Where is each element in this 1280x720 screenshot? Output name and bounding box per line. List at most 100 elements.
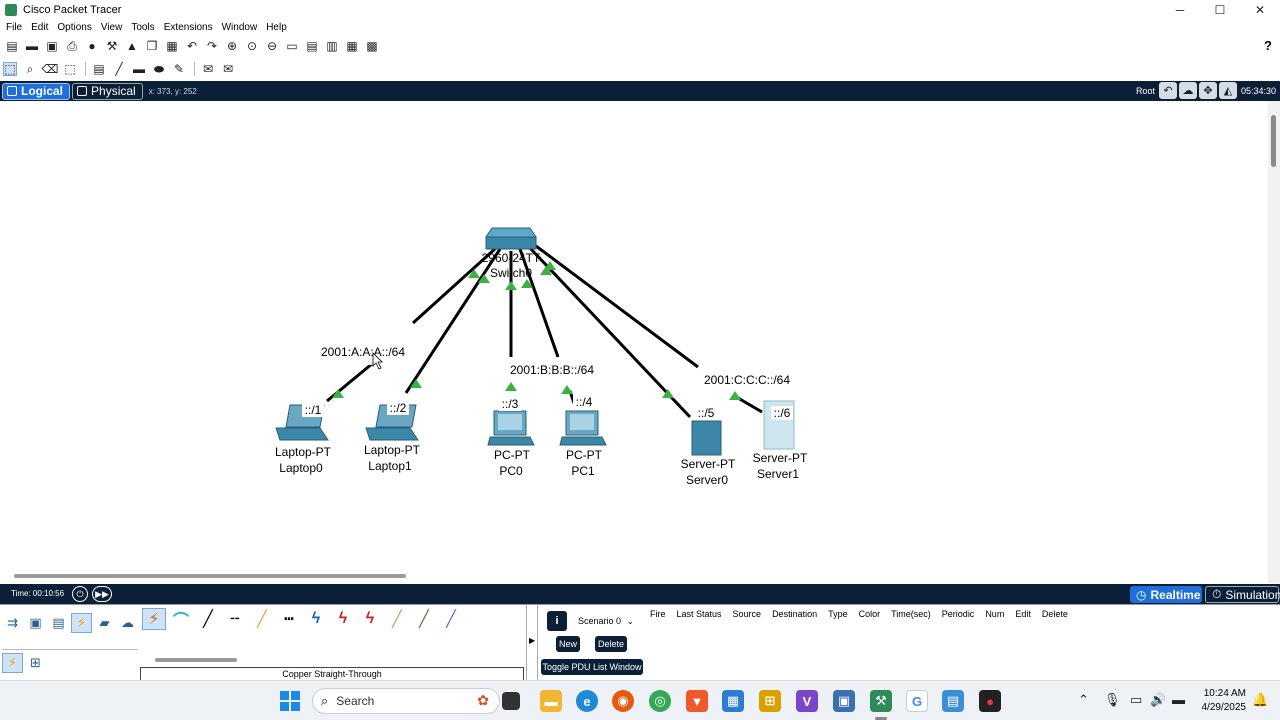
screenshot-icon[interactable]: ▩ — [366, 39, 378, 53]
logical-workspace[interactable] — [0, 101, 1268, 583]
pc1-device[interactable]: ::/4 PC-PT PC1 — [559, 395, 607, 478]
visual-studio-icon[interactable]: V — [796, 690, 818, 712]
serial-dte-icon[interactable]: ϟ — [365, 610, 375, 627]
select-icon[interactable]: ⬚ — [3, 62, 17, 76]
connections-subcategory-icon[interactable]: ⚡ — [2, 653, 23, 673]
help-button[interactable]: ? — [1264, 38, 1272, 53]
viewport-toggle-icon[interactable]: ◭ — [1218, 82, 1237, 99]
ellipse-icon[interactable]: ⬬ — [153, 61, 165, 76]
firefox-icon[interactable]: ◉ — [612, 690, 634, 712]
straight-through-icon[interactable]: ╱ — [203, 611, 213, 628]
zoom-in-icon[interactable]: ⊕ — [226, 39, 238, 53]
delete-scenario-button[interactable]: Delete — [595, 636, 627, 652]
freeform-icon[interactable]: ✎ — [173, 62, 185, 76]
components-icon[interactable]: ▤ — [52, 615, 65, 630]
custom-devices-icon[interactable]: ▤ — [306, 39, 318, 53]
fast-forward-icon[interactable]: ▶▶ — [92, 586, 112, 602]
scenario-select[interactable]: Scenario 0 ⌄ — [574, 614, 636, 628]
link-switch-pc1[interactable] — [518, 248, 560, 358]
chrome-icon[interactable]: ◎ — [649, 690, 671, 712]
cable-list-scrollbar[interactable] — [155, 658, 237, 662]
menu-options[interactable]: Options — [57, 22, 92, 33]
show-hidden-icons-icon[interactable]: ⌃ — [1078, 692, 1089, 707]
laptop0-device[interactable]: ::/1 Laptop-PT Laptop0 — [275, 403, 332, 475]
maximize-button[interactable]: ☐ — [1214, 3, 1226, 17]
server1-device[interactable]: ::/6 Server-PT Server1 — [753, 400, 808, 481]
end-devices-icon[interactable]: ▣ — [29, 615, 42, 630]
network-icon[interactable]: ▭ — [1130, 692, 1143, 707]
menu-tools[interactable]: Tools — [131, 22, 155, 33]
simple-pdu-icon[interactable]: ✉ — [202, 62, 214, 76]
paste-icon[interactable]: ▦ — [166, 39, 178, 53]
start-button[interactable] — [280, 691, 300, 711]
subnet-label-c[interactable]: 2001:C:C:C::/64 — [704, 373, 790, 387]
menu-extensions[interactable]: Extensions — [163, 22, 213, 33]
expand-arrow-icon[interactable]: ▶ — [529, 636, 536, 645]
close-button[interactable]: ✕ — [1254, 3, 1266, 17]
coaxial-icon[interactable]: ϟ — [311, 610, 321, 627]
recorder-icon[interactable]: ● — [979, 690, 1001, 712]
iot-custom-cable-icon[interactable]: ╱ — [419, 611, 429, 628]
brave-icon[interactable]: ▼ — [686, 690, 708, 712]
minimize-button[interactable]: ─ — [1175, 3, 1185, 17]
remote-desktop-icon[interactable]: ▣ — [833, 690, 855, 712]
system-clock[interactable]: 10:24 AM 4/29/2025 — [1198, 687, 1247, 715]
tab-logical[interactable]: Logical — [2, 82, 71, 100]
zoom-out-icon[interactable]: ⊖ — [266, 39, 278, 53]
teams-icon[interactable]: ⊞ — [759, 690, 781, 712]
notepad-icon[interactable]: ▤ — [942, 690, 964, 712]
google-icon[interactable]: G — [906, 690, 928, 712]
print-icon[interactable]: ⎙ — [67, 38, 77, 53]
info-icon[interactable]: ● — [88, 39, 96, 53]
console-cable-icon[interactable]: ⌒ — [172, 613, 189, 630]
tab-simulation[interactable]: ⏱ Simulation — [1205, 586, 1280, 603]
switch0-device[interactable]: 2960-24TT Switch0 — [482, 227, 541, 280]
server0-device[interactable]: ::/5 Server-PT Server0 — [681, 406, 736, 487]
scenario-info-icon[interactable]: i — [547, 611, 567, 631]
link-switch-laptop1[interactable] — [404, 248, 502, 394]
misc-icon[interactable]: ▰ — [99, 615, 110, 630]
battery-icon[interactable]: ▬ — [1172, 692, 1185, 707]
subnet-label-b[interactable]: 2001:B:B:B::/64 — [510, 363, 594, 377]
menu-window[interactable]: Window — [221, 22, 258, 33]
connections-icon[interactable]: ⚡ — [71, 613, 92, 633]
usb-cable-icon[interactable]: ╱ — [446, 611, 456, 628]
panel-splitter[interactable]: ▶ — [526, 605, 538, 681]
open-icon[interactable]: ▬ — [26, 39, 38, 53]
workspace-vertical-scrollbar[interactable] — [1268, 101, 1280, 583]
note-icon[interactable]: ▤ — [93, 62, 105, 76]
link-switch-server1[interactable] — [737, 396, 763, 414]
multiuser-icon[interactable]: ☁ — [121, 615, 134, 630]
redo-icon[interactable]: ↷ — [206, 39, 218, 53]
pc0-device[interactable]: ::/3 PC-PT PC0 — [487, 397, 535, 478]
link-switch-server0[interactable] — [528, 246, 692, 419]
move-object-icon[interactable]: ✥ — [1198, 82, 1217, 99]
save-icon[interactable]: ▣ — [46, 39, 58, 53]
menu-edit[interactable]: Edit — [31, 22, 49, 33]
undo-icon[interactable]: ↶ — [186, 39, 198, 53]
volume-icon[interactable]: 🔊 — [1150, 692, 1167, 707]
menu-file[interactable]: File — [6, 22, 23, 33]
rectangle-icon[interactable]: ▬ — [133, 62, 145, 76]
taskbar-search[interactable]: ⌕ Search ✿ — [312, 688, 500, 714]
copy-icon[interactable]: ❐ — [146, 39, 158, 53]
inspect-icon[interactable]: ⌕ — [26, 61, 34, 76]
workspace-horizontal-scrollbar[interactable] — [14, 574, 406, 578]
new-scenario-button[interactable]: New — [556, 636, 580, 652]
phone-cable-icon[interactable]: ┅ — [284, 611, 294, 628]
link-switch-laptop0[interactable] — [411, 246, 498, 325]
viewport-icon[interactable]: ▥ — [326, 39, 338, 53]
menu-view[interactable]: View — [100, 22, 123, 33]
task-view-icon[interactable] — [502, 692, 520, 710]
drawing-palette-icon[interactable]: ▭ — [286, 39, 298, 53]
delete-icon[interactable]: ⌫ — [41, 62, 59, 76]
resize-icon[interactable]: ⬚ — [64, 62, 76, 76]
file-explorer-icon[interactable]: ▬ — [540, 690, 562, 712]
line-icon[interactable]: ╱ — [115, 62, 123, 76]
wizard-icon[interactable]: ⚒ — [106, 39, 118, 53]
packet-tracer-taskbar-icon[interactable]: ⚒ — [870, 690, 892, 712]
store-icon[interactable]: ▦ — [722, 690, 744, 712]
subnet-label-a[interactable]: 2001:A:A:A::/64 — [321, 345, 405, 359]
auto-connection-icon[interactable]: ⚡ — [142, 608, 166, 630]
zoom-reset-icon[interactable]: ⊙ — [246, 39, 258, 53]
